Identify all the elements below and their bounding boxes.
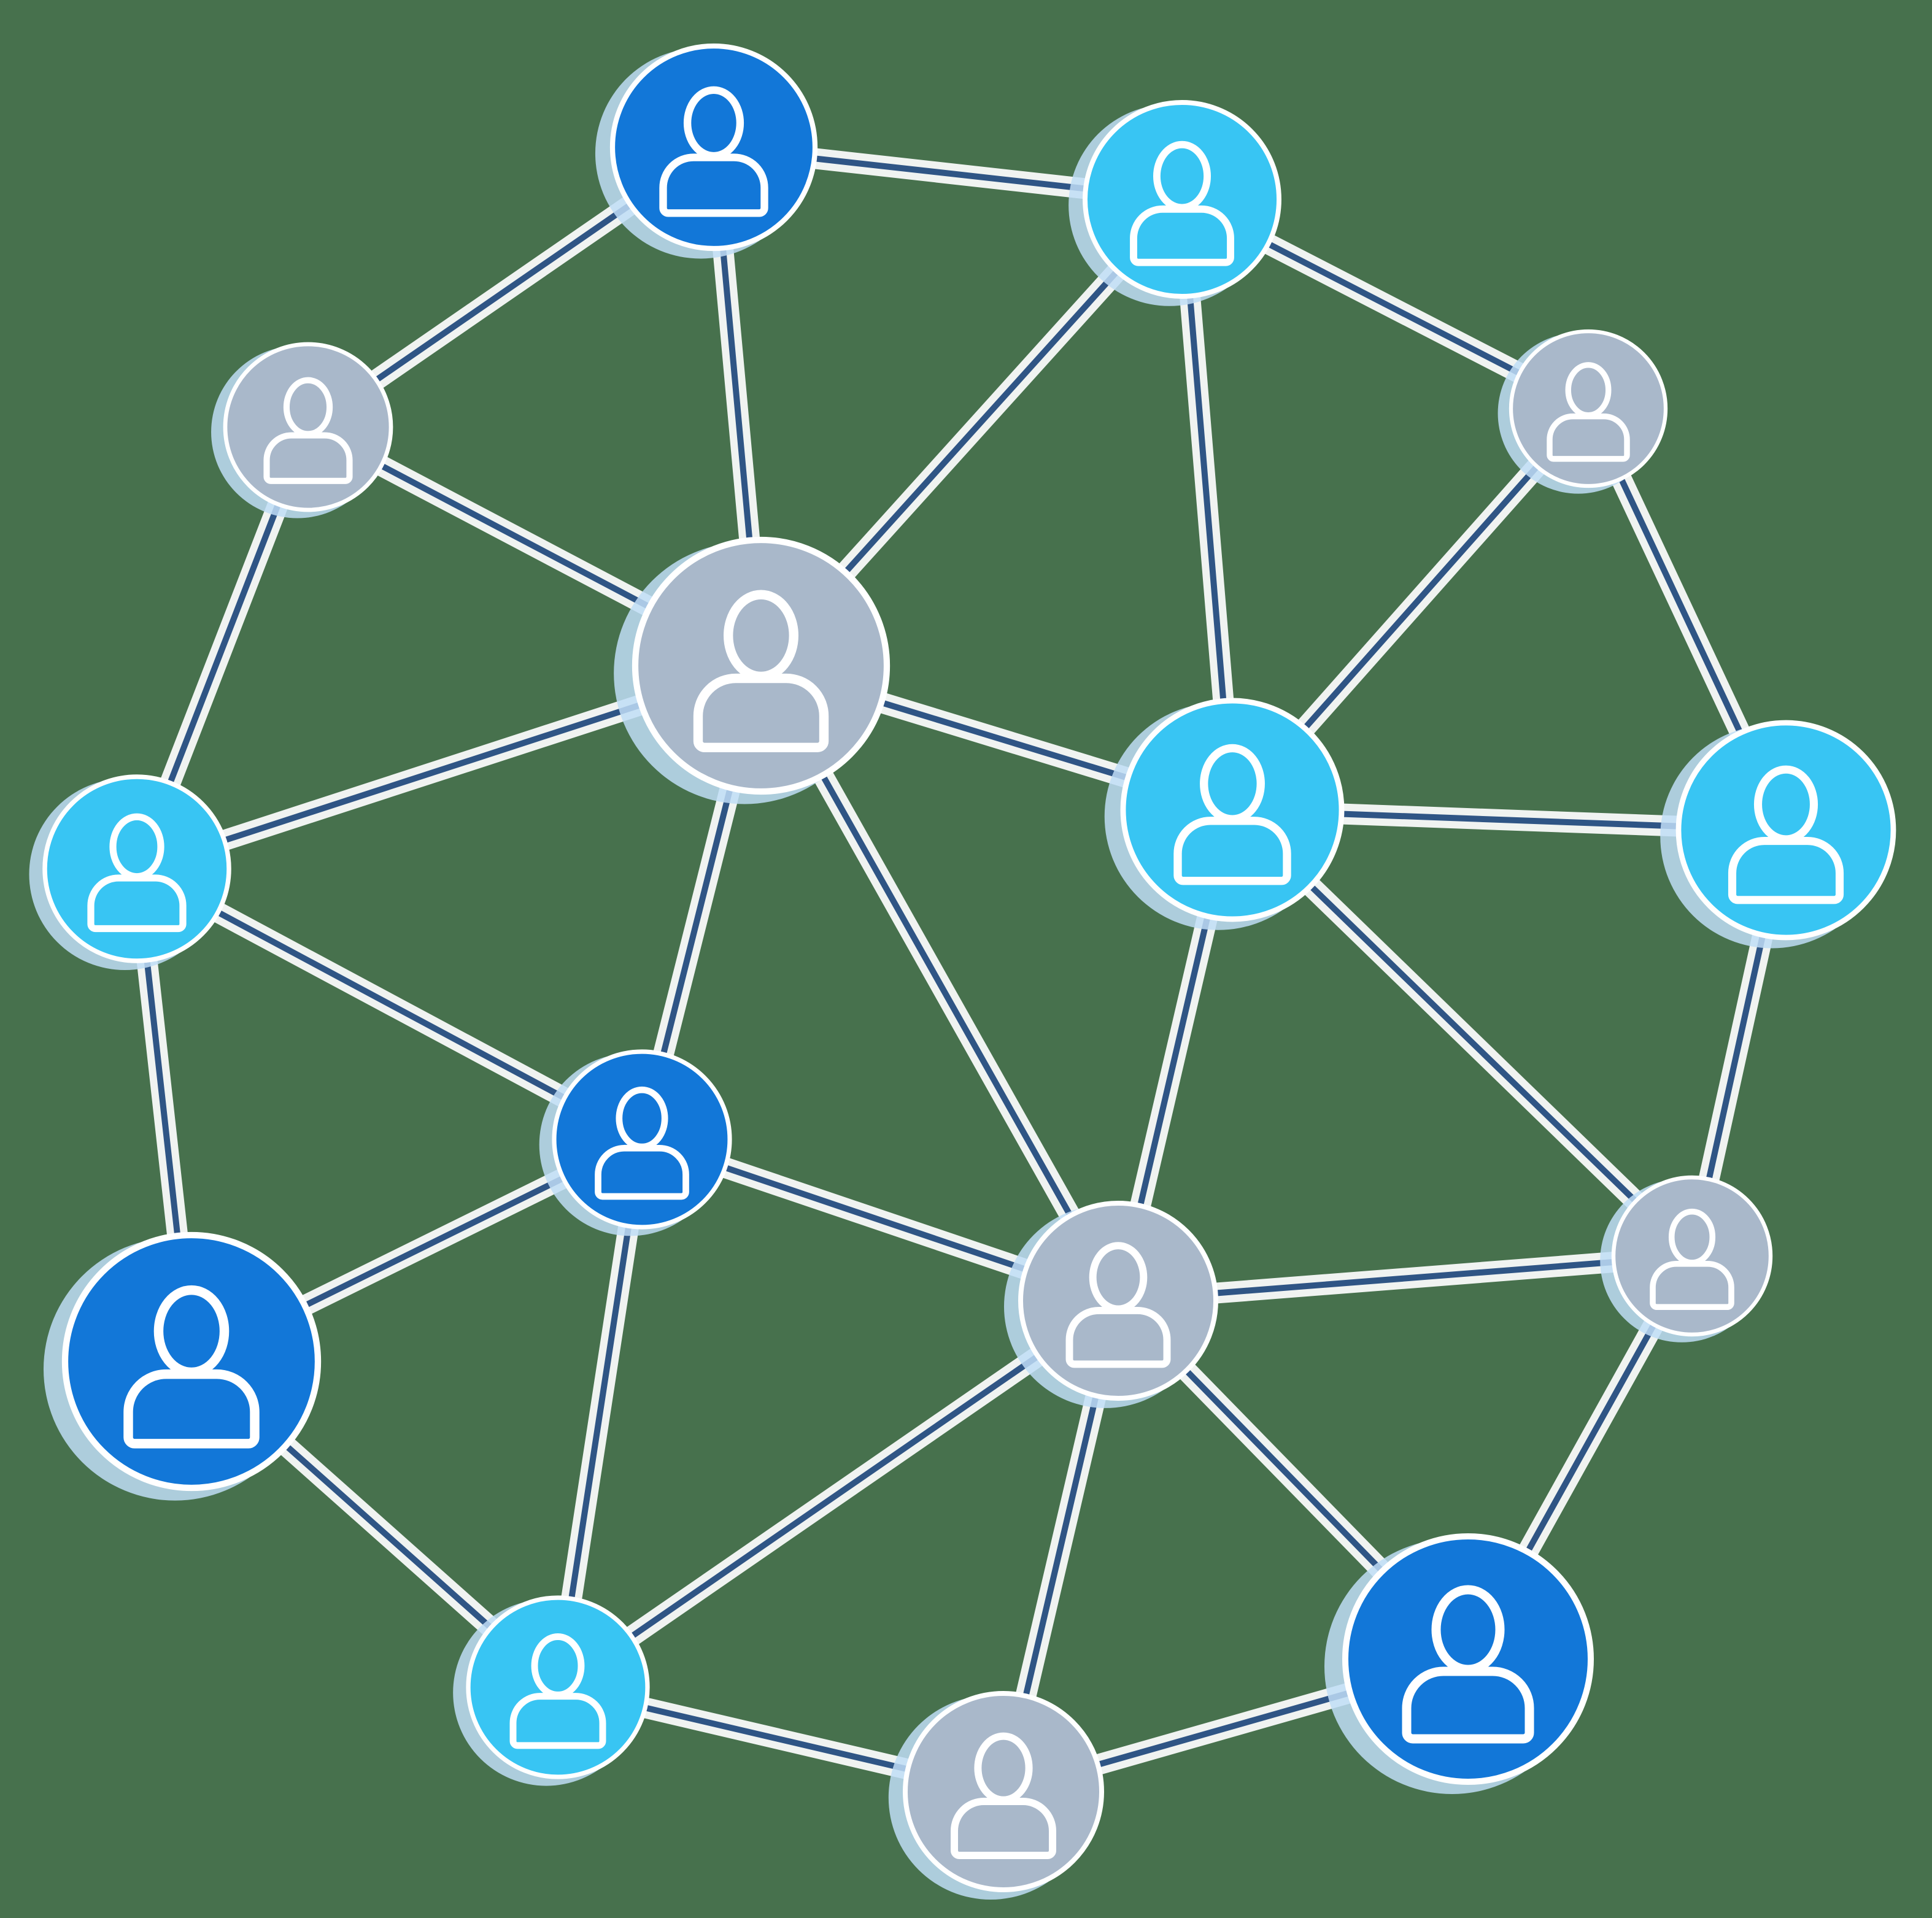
edge-n1-n3 [368, 197, 641, 387]
edge-n4-n6 [1296, 458, 1545, 738]
edge-n14-n15 [1087, 1687, 1363, 1770]
edge-n7-n10 [1704, 923, 1768, 1189]
person-icon-body [1650, 1261, 1734, 1310]
person-icon-body [1728, 836, 1844, 904]
edge-n11-n13 [275, 1435, 500, 1636]
nodes [29, 43, 1896, 1900]
node-circle [632, 536, 891, 795]
edge-n4-n7 [1615, 469, 1747, 744]
person-node-n13 [453, 1595, 650, 1786]
person-icon-body [1065, 1306, 1171, 1368]
edge-n6-n7 [1329, 810, 1691, 830]
person-node-n3 [211, 342, 393, 518]
edge-n5-n9 [659, 774, 736, 1065]
node-circle [1611, 1175, 1773, 1337]
node-circle [1018, 1201, 1218, 1401]
edge-n13-n14 [635, 1703, 919, 1774]
node-circle [466, 1595, 650, 1779]
node-circle [1509, 329, 1668, 488]
person-node-n1 [595, 43, 818, 259]
edge-n6-n10 [1301, 877, 1644, 1209]
node-circle [552, 1049, 732, 1230]
edge-n2-n5 [835, 262, 1126, 583]
person-node-n15 [1324, 1533, 1594, 1794]
edge-n5-n8 [214, 698, 654, 846]
node-circle [609, 43, 818, 252]
person-node-n7 [1660, 720, 1896, 949]
edge-n5-n12 [814, 763, 1078, 1226]
node-circle [1120, 698, 1345, 922]
person-icon-body [509, 1693, 606, 1749]
edge-n12-n15 [1178, 1361, 1393, 1582]
person-node-n10 [1600, 1175, 1773, 1342]
person-node-n14 [888, 1691, 1104, 1900]
node-circle [61, 1231, 322, 1492]
edge-n9-n12 [715, 1162, 1037, 1276]
edge-n12-n14 [1021, 1385, 1101, 1707]
person-node-n12 [1003, 1201, 1218, 1408]
person-node-n8 [29, 774, 231, 970]
node-circle [42, 774, 231, 963]
node-circle [903, 1691, 1104, 1892]
edge-n3-n8 [164, 495, 284, 793]
edge-n1-n5 [719, 237, 754, 554]
person-icon-body [693, 673, 829, 752]
edge-n9-n11 [292, 1172, 573, 1314]
node-circle [223, 342, 393, 512]
person-node-n2 [1068, 100, 1281, 306]
person-icon-body [951, 1798, 1056, 1859]
person-icon-body [1173, 817, 1291, 885]
edge-n2-n6 [1186, 285, 1227, 713]
edge-n9-n13 [567, 1216, 633, 1609]
person-icon-body [1547, 413, 1630, 462]
edges [143, 154, 1768, 1774]
person-icon-body [87, 874, 187, 933]
person-node-n4 [1497, 329, 1668, 494]
edge-n12-n13 [622, 1349, 1048, 1644]
edge-n2-n4 [1258, 237, 1528, 379]
person-icon-body [1130, 205, 1234, 266]
person-icon-body [123, 1369, 260, 1449]
edge-n10-n12 [1204, 1258, 1623, 1297]
edge-n8-n11 [143, 950, 182, 1249]
person-node-n9 [539, 1049, 732, 1236]
node-circle [1675, 720, 1896, 941]
person-icon-body [659, 153, 768, 217]
edge-n8-n9 [208, 906, 574, 1104]
person-icon-body [263, 432, 353, 484]
edge-n6-n12 [1135, 904, 1213, 1217]
node-circle [1342, 1533, 1594, 1785]
edge-n1-n2 [803, 154, 1097, 193]
person-node-n5 [614, 536, 891, 804]
edge-n3-n5 [372, 459, 662, 615]
edge-n10-n15 [1520, 1315, 1660, 1564]
person-icon-body [595, 1144, 689, 1200]
person-node-n6 [1104, 698, 1345, 930]
node-circle [1083, 100, 1281, 299]
person-node-n11 [43, 1231, 322, 1501]
person-icon-body [1402, 1666, 1534, 1744]
edge-n5-n6 [868, 696, 1140, 784]
